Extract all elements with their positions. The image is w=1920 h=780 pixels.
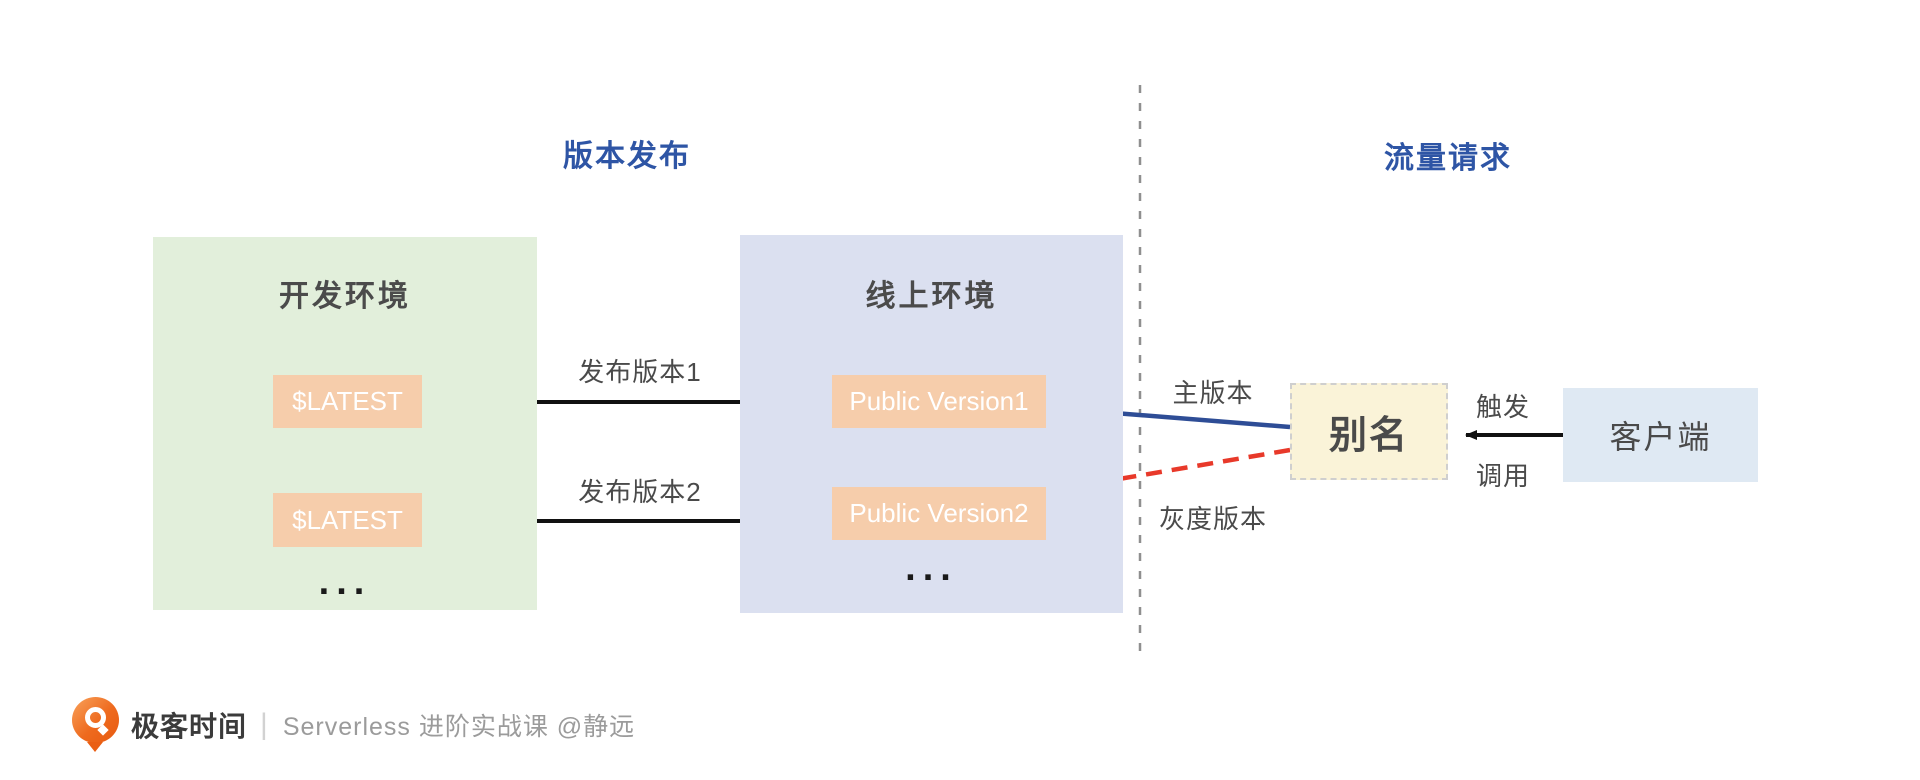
dev-environment-box: 开发环境 $LATEST $LATEST ... — [153, 237, 537, 610]
section-title-version-release: 版本发布 — [563, 140, 691, 173]
dev-environment-title: 开发环境 — [279, 280, 411, 313]
footer-course-credit: Serverless 进阶实战课 @静远 — [282, 713, 636, 741]
edge-label-main-version: 主版本 — [1172, 378, 1254, 408]
footer-separator: | — [260, 708, 268, 741]
footer-brand-text: 极客时间 — [131, 711, 248, 742]
alias-box: 别名 — [1290, 383, 1448, 480]
geektime-logo-icon — [72, 697, 120, 753]
dev-environment-ellipsis: ... — [318, 561, 372, 603]
public-version1-chip: Public Version1 — [832, 375, 1046, 428]
section-title-traffic-request: 流量请求 — [1384, 142, 1512, 175]
online-environment-title: 线上环境 — [865, 280, 998, 313]
footer: 极客时间 | Serverless 进阶实战课 @静远 — [72, 697, 635, 753]
edge-label-invoke: 调用 — [1475, 461, 1531, 491]
edge-label-publish-version2: 发布版本2 — [578, 477, 702, 507]
latest-version-chip-2: $LATEST — [273, 493, 422, 547]
online-environment-ellipsis: ... — [905, 547, 958, 589]
online-environment-box: 线上环境 Public Version1 Public Version2 ... — [740, 235, 1123, 613]
public-version2-chip: Public Version2 — [832, 487, 1046, 540]
edge-label-gray-version: 灰度版本 — [1158, 504, 1268, 534]
geektime-logo-pointer — [87, 742, 103, 752]
client-box: 客户端 — [1563, 388, 1758, 482]
edge-label-trigger: 触发 — [1475, 392, 1531, 422]
edge-label-publish-version1: 发布版本1 — [578, 357, 702, 387]
geektime-logo-ring — [85, 707, 106, 728]
latest-version-chip-1: $LATEST — [273, 375, 422, 428]
